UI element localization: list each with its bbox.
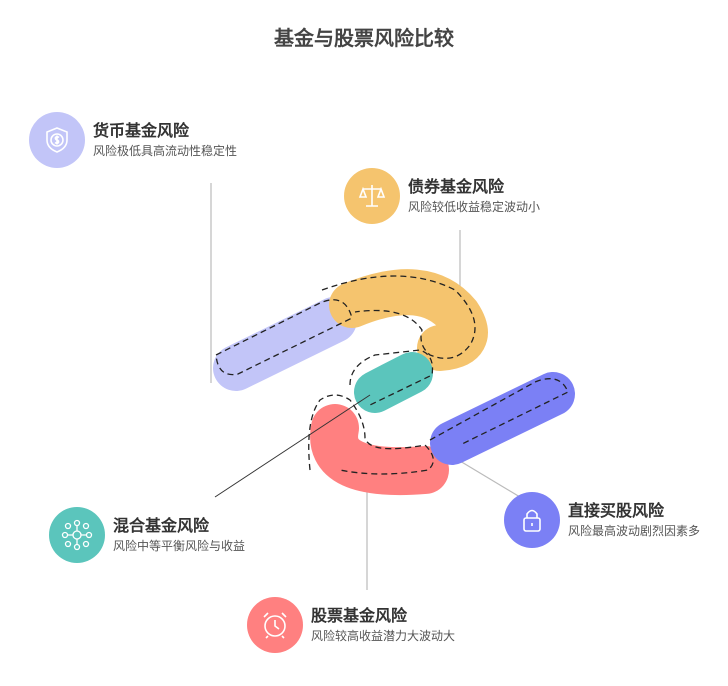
item-title: 混合基金风险: [113, 516, 210, 535]
item-title: 直接买股风险: [568, 501, 665, 520]
item-title: 股票基金风险: [311, 606, 408, 625]
money-fund-shape: [213, 297, 357, 391]
network-icon: [49, 507, 105, 563]
item-desc: 风险较低收益稳定波动小: [408, 200, 541, 214]
stock-fund-shape: [310, 404, 449, 496]
connector-direct: [454, 457, 521, 498]
direct-stock-shape: [430, 372, 575, 465]
direct-stock-item: 直接买股风险风险最高波动剧烈因素多: [504, 492, 700, 548]
shield-dollar-icon: [29, 112, 85, 168]
page-title: 基金与股票风险比较: [274, 26, 454, 50]
mixed-fund-item: 混合基金风险风险中等平衡风险与收益: [49, 507, 245, 563]
money-fund-item: 货币基金风险风险极低具高流动性稳定性: [29, 112, 237, 168]
item-desc: 风险较高收益潜力大波动大: [311, 629, 456, 643]
item-title: 货币基金风险: [93, 121, 190, 140]
connector-mixed: [214, 394, 371, 498]
item-desc: 风险中等平衡风险与收益: [113, 539, 246, 553]
item-desc: 风险极低具高流动性稳定性: [93, 144, 238, 158]
bond-fund-shape: [329, 269, 488, 371]
bond-fund-item: 债券基金风险风险较低收益稳定波动小: [344, 168, 540, 224]
scales-icon: [344, 168, 400, 224]
mixed-fund-shape: [354, 352, 433, 413]
stock-fund-item: 股票基金风险风险较高收益潜力大波动大: [247, 597, 455, 653]
alarm-clock-icon: [247, 597, 303, 653]
item-title: 债券基金风险: [408, 177, 505, 196]
item-desc: 风险最高波动剧烈因素多: [568, 524, 701, 538]
lock-icon: [504, 492, 560, 548]
